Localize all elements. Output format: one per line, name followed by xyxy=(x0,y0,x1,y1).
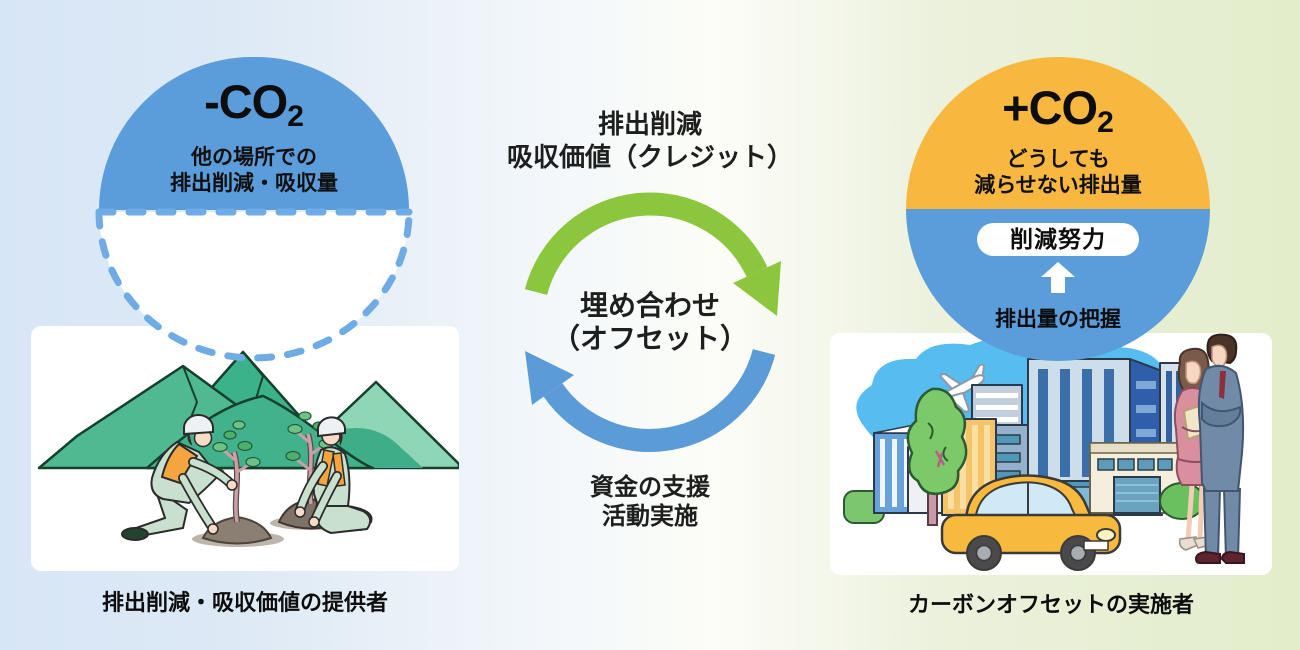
plus-co2-label: +CO2 xyxy=(1002,81,1114,139)
credit-circle-top-half: -CO2 他の場所での 排出削減・吸収量 xyxy=(99,57,409,210)
credit-circle-description: 他の場所での 排出削減・吸収量 xyxy=(170,146,338,196)
up-arrow-icon xyxy=(1041,262,1075,293)
support-arrow xyxy=(543,348,776,452)
support-flow-label: 資金の支援 活動実施 xyxy=(590,474,710,531)
provider-caption: 排出削減・吸収価値の提供者 xyxy=(101,590,388,615)
credit-flow-label: 排出削減 吸収価値（クレジット） xyxy=(506,109,793,172)
credit-arrowhead-icon xyxy=(733,261,781,316)
tree-planting-illustration xyxy=(31,326,459,571)
reduction-effort-pill: 削減努力 xyxy=(977,223,1139,256)
worker-right xyxy=(294,416,373,535)
implementer-caption: カーボンオフセットの実施者 xyxy=(907,592,1194,617)
emitter-circle: +CO2 どうしても 減らせない排出量 削減努力 排出量の把握 xyxy=(906,57,1210,361)
mountains xyxy=(37,350,459,470)
businesspeople xyxy=(1173,333,1245,564)
emission-grasp-label: 排出量の把握 xyxy=(995,308,1121,331)
emitter-circle-description: どうしても 減らせない排出量 xyxy=(974,148,1142,198)
emitter-circle-top-half xyxy=(906,57,1210,209)
city-illustration xyxy=(830,333,1272,575)
worker-left xyxy=(121,413,238,541)
street-tree xyxy=(906,387,968,526)
credit-arrow xyxy=(524,192,768,296)
minus-co2-label: -CO2 xyxy=(204,75,304,133)
bush xyxy=(1159,482,1205,520)
businessman xyxy=(1194,333,1245,564)
car xyxy=(940,474,1122,571)
support-arrowhead-icon xyxy=(525,351,574,405)
offset-label: 埋め合わせ （オフセット） xyxy=(551,290,748,355)
offset-cycle-arrows xyxy=(524,192,781,452)
